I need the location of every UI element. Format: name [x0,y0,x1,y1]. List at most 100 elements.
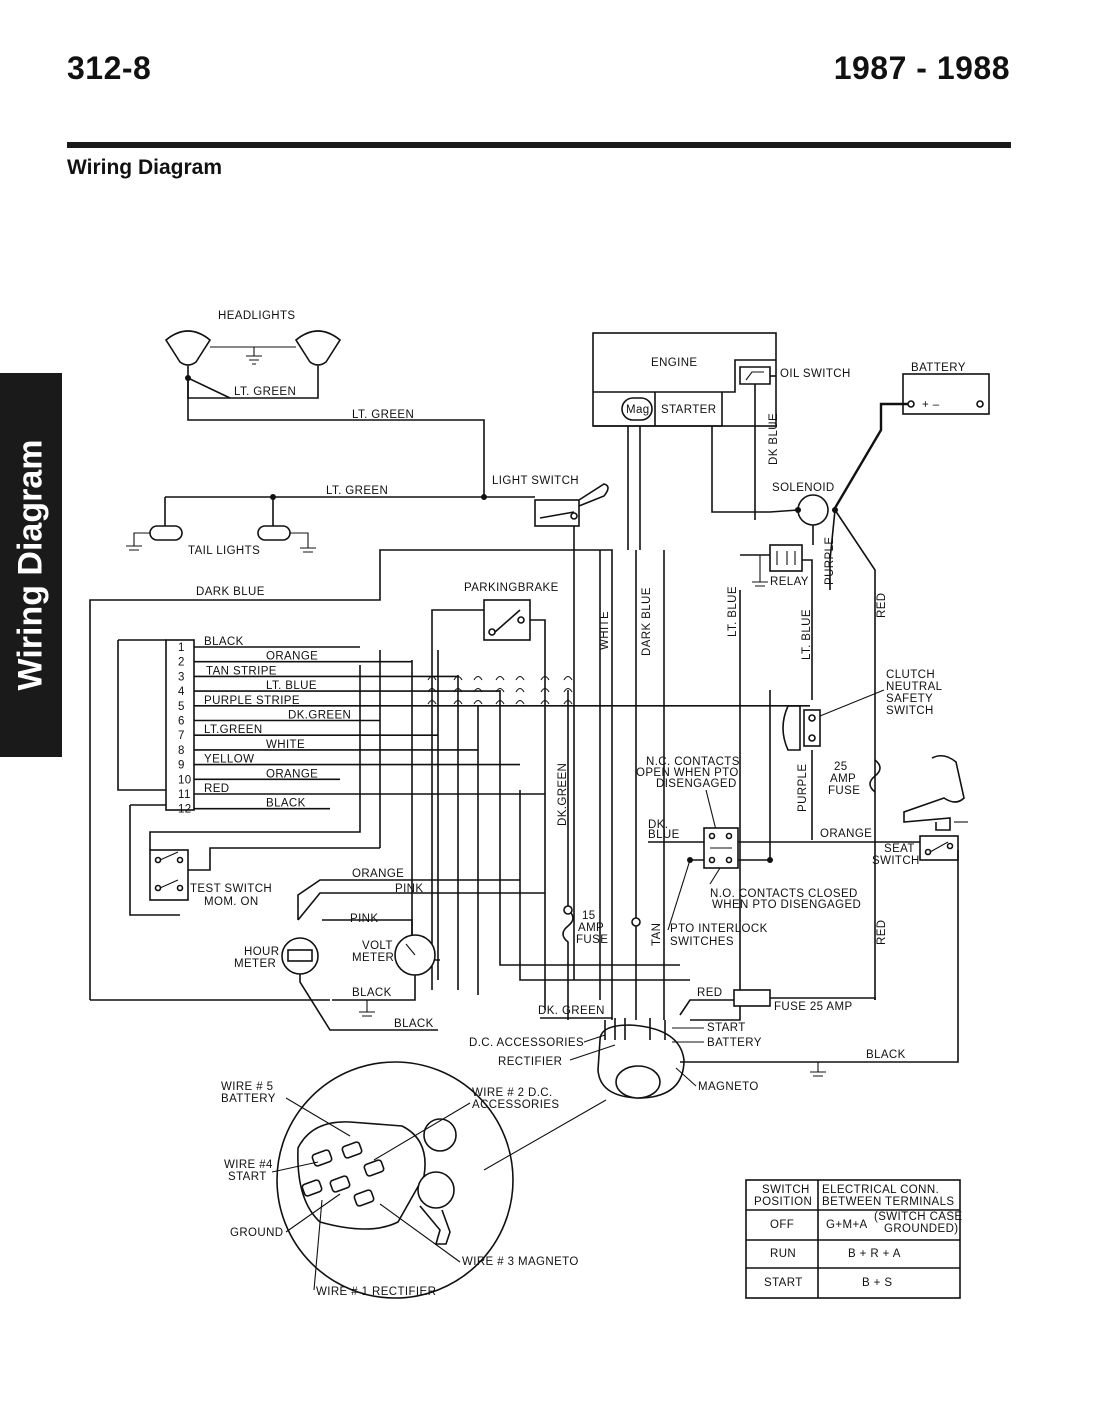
wire-hop [515,699,525,705]
connector-wire-label-12: BLACK [266,798,306,810]
fuse-15-amp: 15 AMP FUSE [562,905,608,1020]
table-row-off-pos: OFF [770,1219,794,1231]
wire-dark-blue-label: DARK BLUE [196,586,265,598]
fuse-25-lower: FUSE 25 AMP [774,1001,853,1013]
pto-interlock: N.C. CONTACTS OPEN WHEN PTO DISENGAGED D… [636,756,875,948]
wire-dk-blue-pto-1: DK. [648,819,668,831]
connector-pin-9: 9 [178,760,185,772]
table-row-start-term: B + S [862,1277,892,1289]
wire-dk-blue-pto-2: BLUE [648,829,680,841]
nc-contacts-line3: DISENGAGED [656,778,737,790]
connector-wire-label-8: WHITE [266,739,305,751]
wire-hop [427,675,437,681]
seat-switch-line2: SWITCH [872,855,920,867]
battery: BATTERY + – [833,362,990,509]
mag-label: Mag [626,404,650,416]
connector-wire-label-5: PURPLE STRIPE [204,695,300,707]
wire-hop [563,675,573,681]
connector-wire-label-9: YELLOW [204,754,254,766]
wire-dk-green-vert: DK.GREEN [557,763,569,826]
wire-hop [495,699,505,705]
clutch-switch-line3: SAFETY [886,693,933,705]
volt-meter-line2: METER [352,952,394,964]
key-slot-3 [363,1159,385,1177]
wire-hop [427,699,437,705]
wire-crossings [427,675,573,705]
wire-lt-blue-vert: LT. BLUE [727,586,739,637]
table-header-elec: ELECTRICAL CONN. [822,1184,939,1196]
hour-meter-line1: HOUR [244,946,279,958]
header-rule [67,142,1011,148]
connector-pin-11: 11 [178,789,191,801]
connector-wire-label-11: RED [204,783,229,795]
key-slot-2 [341,1141,363,1159]
key-battery: BATTERY [707,1037,762,1049]
wire-hop [453,699,463,705]
no-contacts-line2: WHEN PTO DISENGAGED [712,899,861,911]
wire-lt-green-top: LT. GREEN [352,409,414,421]
wire3-label: WIRE # 3 MAGNETO [462,1256,579,1268]
table-row-run-term: B + R + A [848,1248,901,1260]
engine: ENGINE Mag STARTER OIL SWITCH DK BLUE [592,332,850,550]
table-header-between: BETWEEN TERMINALS [822,1196,954,1208]
wire-red-key: RED [697,987,722,999]
clutch-switch-line4: SWITCH [886,705,934,717]
clutch-switch-line1: CLUTCH [886,669,935,681]
wire-hop [473,699,483,705]
wire-red-upper: RED [876,593,888,618]
connector-wire-label-3: TAN STRIPE [206,665,277,677]
starter-label: STARTER [661,404,716,416]
key-switch: DK. GREEN D.C. ACCESSORIES RECTIFIER RED… [469,987,906,1171]
key-slot-5 [329,1175,351,1193]
table-header-position: POSITION [754,1196,812,1208]
connector-wire-label-2: ORANGE [266,651,318,663]
fuse-25-amp: 25 AMP FUSE [828,759,881,797]
fuse-25-line2: AMP [830,773,856,785]
key-magneto: MAGNETO [698,1081,759,1093]
wire-hop [495,687,505,693]
wire-hop [563,699,573,705]
key-start: START [707,1022,746,1034]
pto-interlock-line1: PTO INTERLOCK [670,923,768,935]
wire-lt-green-headlight: LT. GREEN [234,386,296,398]
wire5-line2: BATTERY [221,1093,276,1105]
pto-interlock-line2: SWITCHES [670,936,734,948]
connector-pin-7: 7 [178,730,185,742]
table-header-switch: SWITCH [762,1184,810,1196]
fuse-15-line1: 15 [582,910,596,922]
no-contacts-line1: N.O. CONTACTS CLOSED [710,888,858,900]
connector-wire-label-7: LT.GREEN [204,724,263,736]
wire-dark-blue-run [89,549,613,1020]
tail-lights-label: TAIL LIGHTS [188,545,260,557]
wire-dk-green-lower: DK. GREEN [538,1005,605,1017]
nc-contacts-line1: N.C. CONTACTS [646,756,740,768]
wire-dark-blue-vert: DARK BLUE [641,587,653,656]
relay: RELAY [740,544,813,700]
meters: ORANGE PINK PINK HOUR METER VOLT METER B… [234,868,545,1031]
fuse-15-line3: FUSE [576,934,608,946]
key-dc-accessories: D.C. ACCESSORIES [469,1037,584,1049]
headlights-label: HEADLIGHTS [218,310,296,322]
wire-hop [453,687,463,693]
fuse-15-line2: AMP [578,922,604,934]
connector-pin-4: 4 [178,686,185,698]
wire-black-key: BLACK [866,1049,906,1061]
solenoid-label: SOLENOID [772,482,835,494]
table-row-start-pos: START [764,1277,803,1289]
section-title: Wiring Diagram [67,156,222,179]
switch-position-table: SWITCH POSITION ELECTRICAL CONN. BETWEEN… [745,1179,962,1299]
test-switch-line2: MOM. ON [204,896,259,908]
wire-lt-blue-vert2: LT. BLUE [801,609,813,660]
connector-wire-label-6: DK.GREEN [288,710,351,722]
table-row-off-note2: GROUNDED) [884,1223,959,1235]
wire-hop [473,675,483,681]
wire-white: WHITE [599,611,611,650]
battery-label: BATTERY [911,362,966,374]
key-slots [301,1141,385,1207]
connector-pin-6: 6 [178,716,185,728]
wire2-line1: WIRE # 2 D.C. [472,1087,553,1099]
